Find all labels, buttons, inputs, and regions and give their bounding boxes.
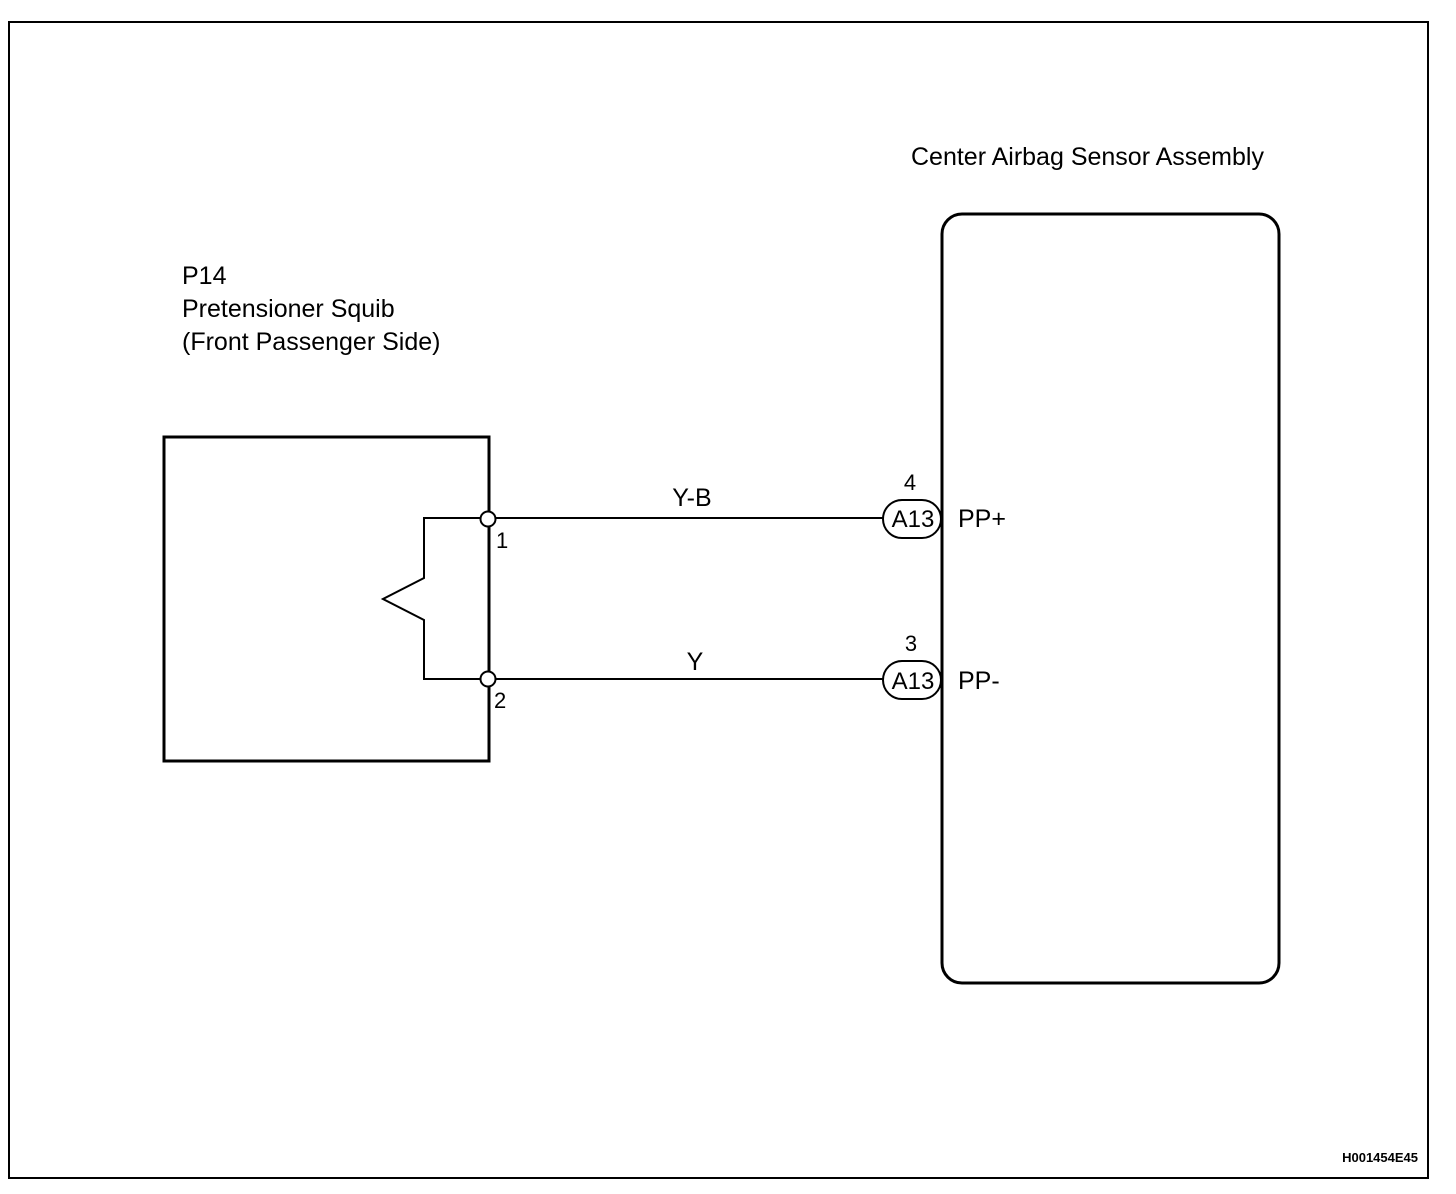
signal-pp-plus-label: PP+ <box>958 505 1006 533</box>
squib-name-label: Pretensioner Squib <box>182 295 395 323</box>
sensor-box <box>940 212 1281 985</box>
signal-pp-minus-label: PP- <box>958 667 1000 695</box>
connector-a13-pin4 <box>882 499 942 539</box>
squib-terminal-2 <box>479 670 497 688</box>
wire-yb-color-label: Y-B <box>672 484 711 512</box>
squib-pin-2-label: 2 <box>494 688 506 713</box>
squib-box <box>162 435 491 763</box>
connector-a13-pin3-label: A13 <box>892 668 935 695</box>
sensor-component: Center Airbag Sensor Assembly A13 4 PP+ … <box>882 143 1281 985</box>
squib-pin-1-label: 1 <box>496 528 508 553</box>
squib-component: P14 Pretensioner Squib (Front Passenger … <box>162 262 508 763</box>
connector-a13-pin3 <box>882 660 942 700</box>
squib-terminal-1 <box>479 510 497 528</box>
squib-element-symbol <box>380 517 483 680</box>
squib-code-label: P14 <box>182 262 227 290</box>
sensor-name-label: Center Airbag Sensor Assembly <box>911 143 1264 171</box>
connector-a13-pin4-label: A13 <box>892 506 935 533</box>
wire-harness: Y-B Y <box>496 484 884 680</box>
sensor-pin-4-label: 4 <box>904 470 916 495</box>
diagram-frame <box>8 21 1429 1179</box>
figure-code: H001454E45 <box>1342 1150 1418 1165</box>
wire-y-color-label: Y <box>687 648 704 676</box>
squib-side-label: (Front Passenger Side) <box>182 328 440 356</box>
sensor-pin-3-label: 3 <box>905 631 917 656</box>
